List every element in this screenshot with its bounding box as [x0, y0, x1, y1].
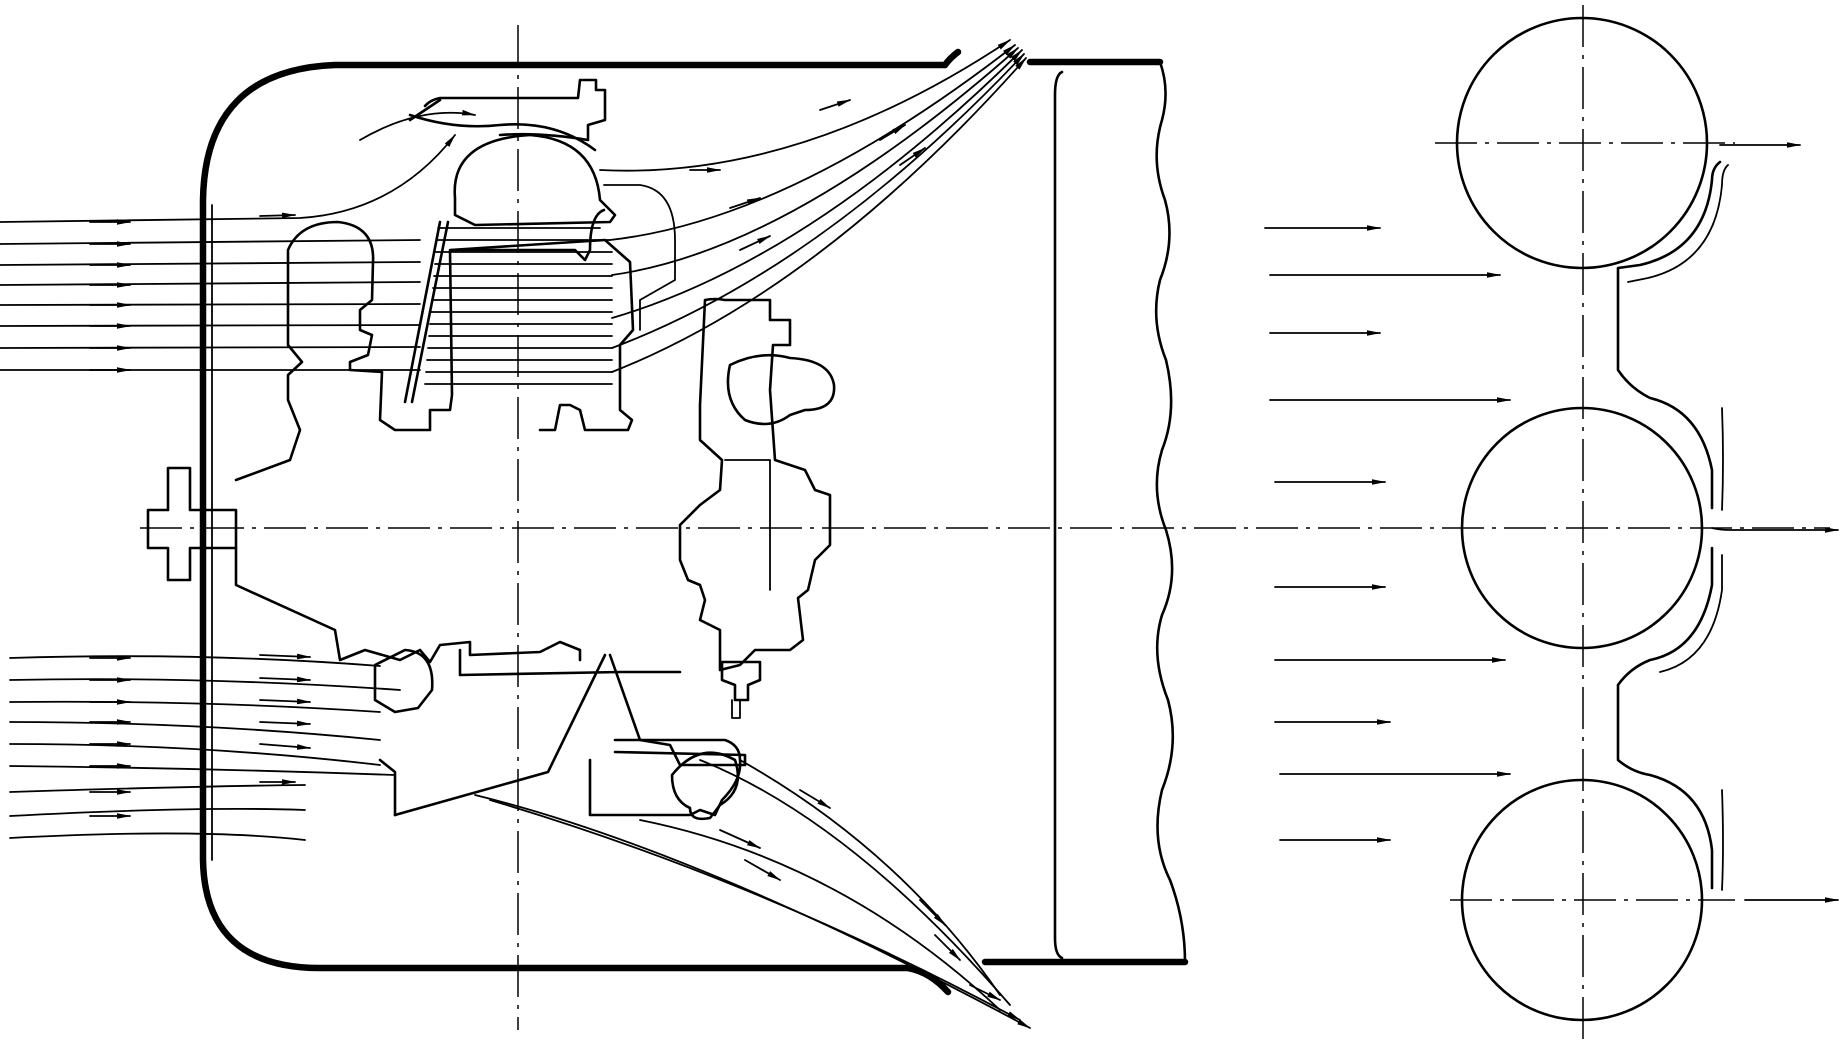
inflow-lower — [9, 653, 401, 841]
engine-block — [234, 78, 836, 821]
cutaway-section — [1053, 60, 1187, 964]
free-stream-arrows — [1264, 225, 1511, 843]
engine-shroud — [199, 48, 1189, 996]
cylinder-top — [1455, 16, 1709, 270]
center-lines — [140, 5, 1830, 1040]
propeller-hub — [146, 466, 238, 582]
cylinder-middle — [1460, 406, 1704, 650]
cylinder-fins — [403, 220, 613, 404]
cylinder-bottom — [1460, 778, 1704, 1022]
inflow-upper — [0, 109, 476, 373]
outflow-bottom — [474, 759, 1031, 1029]
outflow-top — [599, 39, 1027, 373]
cylinder-end-view — [1455, 16, 1839, 1022]
